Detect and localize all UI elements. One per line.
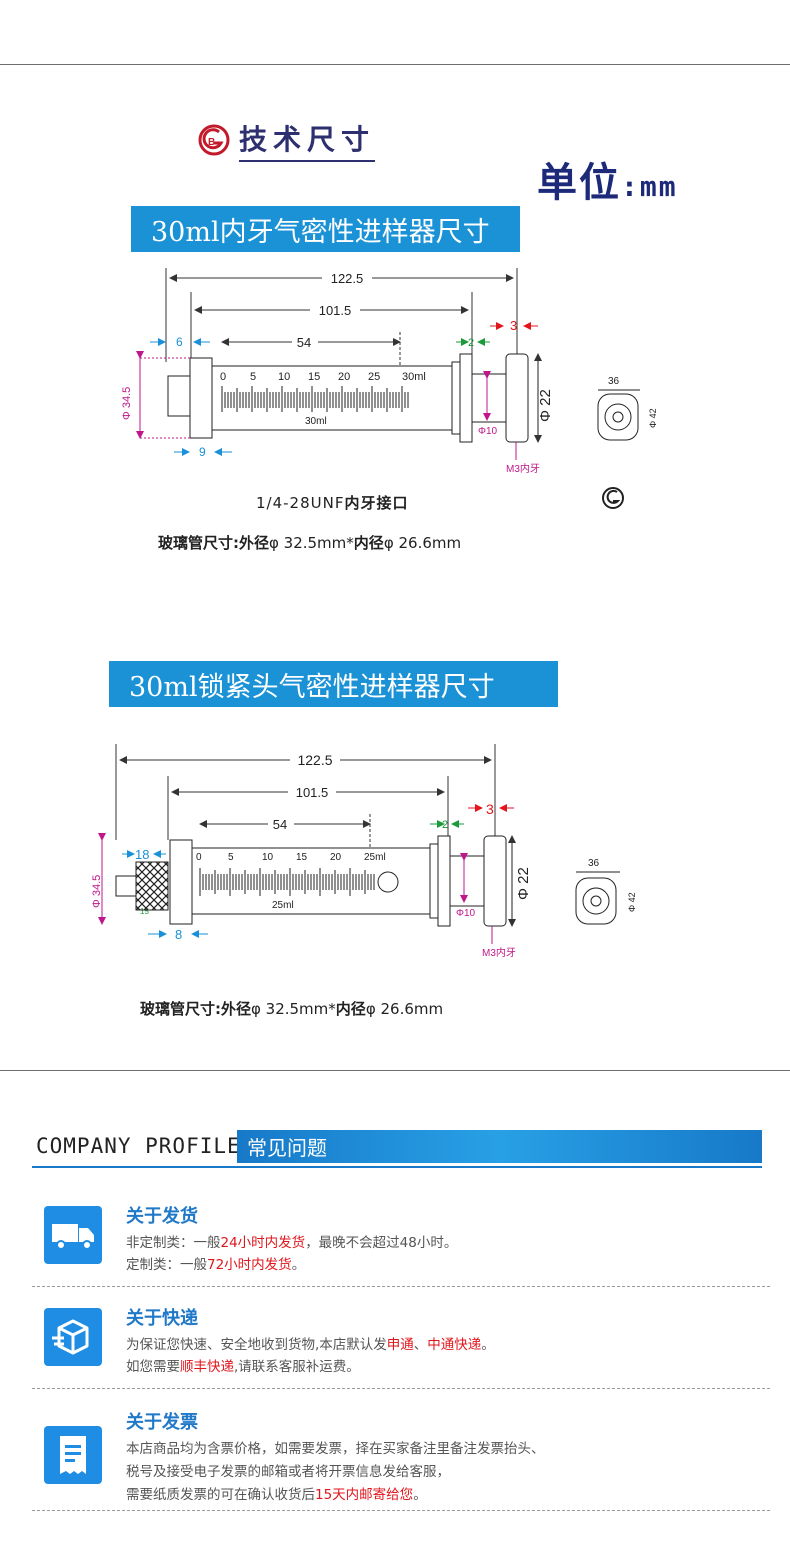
svg-text:9: 9 [199, 445, 206, 459]
faq-title-bar: 常见问题 [237, 1130, 762, 1163]
dim-barrel: 101.5 [319, 303, 352, 318]
svg-text:30ml: 30ml [305, 416, 327, 427]
brand-logo-icon [602, 487, 624, 509]
section2-title: 30ml锁紧头气密性进样器尺寸 [109, 661, 558, 707]
brand-header: B 技术尺寸 [197, 118, 376, 162]
svg-text:2: 2 [468, 337, 474, 349]
section-heading: 技术尺寸 [239, 118, 376, 162]
section-divider [0, 1070, 790, 1071]
truck-icon [44, 1206, 102, 1264]
svg-text:18: 18 [135, 847, 149, 862]
brand-logo-icon: B [198, 124, 230, 156]
faq-separator [32, 1510, 770, 1511]
syringe2-drawing: 122.5 101.5 54 2 3 18 12 15 8 0 5 10 15 … [91, 744, 637, 959]
thread-caption: 1/4-28UNF内牙接口 [256, 494, 409, 512]
syringe1-drawing: 122.5 101.5 54 6 9 2 3 0 5 10 15 20 25 3… [121, 268, 658, 475]
svg-text:36: 36 [608, 376, 620, 387]
faq-title: 关于发票 [126, 1412, 198, 1433]
faq-separator [32, 1388, 770, 1389]
svg-text:Φ10: Φ10 [478, 426, 498, 437]
package-icon [44, 1308, 102, 1366]
faq-body: 非定制类：一般24小时内发货，最晚不会超过48小时。 定制类：一般72小时内发货… [126, 1235, 458, 1273]
svg-text:Φ 34.5: Φ 34.5 [121, 387, 133, 420]
faq-item-invoice: 关于发票 本店商品均为含票价格，如需要发票，择在买家备注里备注发票抬头、 税号及… [32, 1404, 770, 1504]
invoice-icon [44, 1426, 102, 1484]
faq-body: 本店商品均为含票价格，如需要发票，择在买家备注里备注发票抬头、 税号及接受电子发… [126, 1441, 545, 1503]
svg-text:25ml: 25ml [364, 852, 386, 863]
svg-text:Φ 42: Φ 42 [627, 892, 637, 912]
svg-text:3: 3 [510, 318, 517, 333]
svg-text:25ml: 25ml [272, 900, 294, 911]
svg-text:30ml: 30ml [402, 371, 426, 383]
faq-item-shipping: 关于发货 非定制类：一般24小时内发货，最晚不会超过48小时。 定制类：一般72… [32, 1198, 770, 1298]
svg-text:15: 15 [140, 907, 149, 916]
faq-header: COMPANY PROFILE 常见问题 [36, 1130, 762, 1166]
svg-text:Φ 34.5: Φ 34.5 [91, 875, 103, 908]
svg-text:20: 20 [330, 852, 342, 863]
dim-total: 122.5 [331, 271, 364, 286]
svg-text:5: 5 [250, 371, 256, 383]
svg-text:20: 20 [338, 371, 350, 383]
svg-text:10: 10 [262, 852, 274, 863]
faq-title: 关于发货 [126, 1206, 198, 1227]
svg-text:M3内牙: M3内牙 [482, 946, 516, 959]
svg-text:0: 0 [196, 852, 202, 863]
svg-text:3: 3 [486, 801, 494, 817]
svg-text:Φ 42: Φ 42 [648, 408, 658, 428]
faq-item-courier: 关于快递 为保证您快速、安全地收到货物,本店默认发申通、中通快递。 如您需要顺丰… [32, 1300, 770, 1400]
dim-barrel: 101.5 [296, 785, 329, 800]
svg-text:8: 8 [175, 927, 182, 942]
faq-underline [32, 1166, 762, 1168]
faq-separator [32, 1286, 770, 1287]
svg-text:Φ 22: Φ 22 [515, 867, 532, 900]
svg-text:Φ 22: Φ 22 [537, 389, 554, 422]
svg-text:5: 5 [228, 852, 234, 863]
svg-text:10: 10 [278, 371, 290, 383]
unit-label: 单位:mm [537, 160, 678, 206]
svg-text:B: B [208, 137, 215, 148]
dim-scale: 54 [297, 335, 311, 350]
company-profile-label: COMPANY PROFILE [36, 1134, 241, 1158]
dim-total: 122.5 [297, 752, 332, 768]
svg-text:Φ10: Φ10 [456, 908, 476, 919]
svg-text:2: 2 [442, 819, 448, 831]
svg-text:15: 15 [308, 371, 320, 383]
glass-tube-caption: 玻璃管尺寸:外径φ 32.5mm*内径φ 26.6mm [140, 1000, 444, 1018]
svg-text:25: 25 [368, 371, 380, 383]
glass-tube-caption: 玻璃管尺寸:外径φ 32.5mm*内径φ 26.6mm [158, 534, 462, 552]
top-divider [0, 64, 790, 65]
svg-text:36: 36 [588, 858, 600, 869]
svg-text:0: 0 [220, 371, 226, 383]
faq-title: 关于快递 [126, 1308, 198, 1329]
svg-text:M3内牙: M3内牙 [506, 462, 540, 475]
dim-scale: 54 [273, 817, 287, 832]
svg-text:6: 6 [176, 335, 183, 349]
faq-body: 为保证您快速、安全地收到货物,本店默认发申通、中通快递。 如您需要顺丰快递,请联… [126, 1337, 495, 1375]
section1-title: 30ml内牙气密性进样器尺寸 [131, 206, 520, 252]
svg-text:15: 15 [296, 852, 308, 863]
